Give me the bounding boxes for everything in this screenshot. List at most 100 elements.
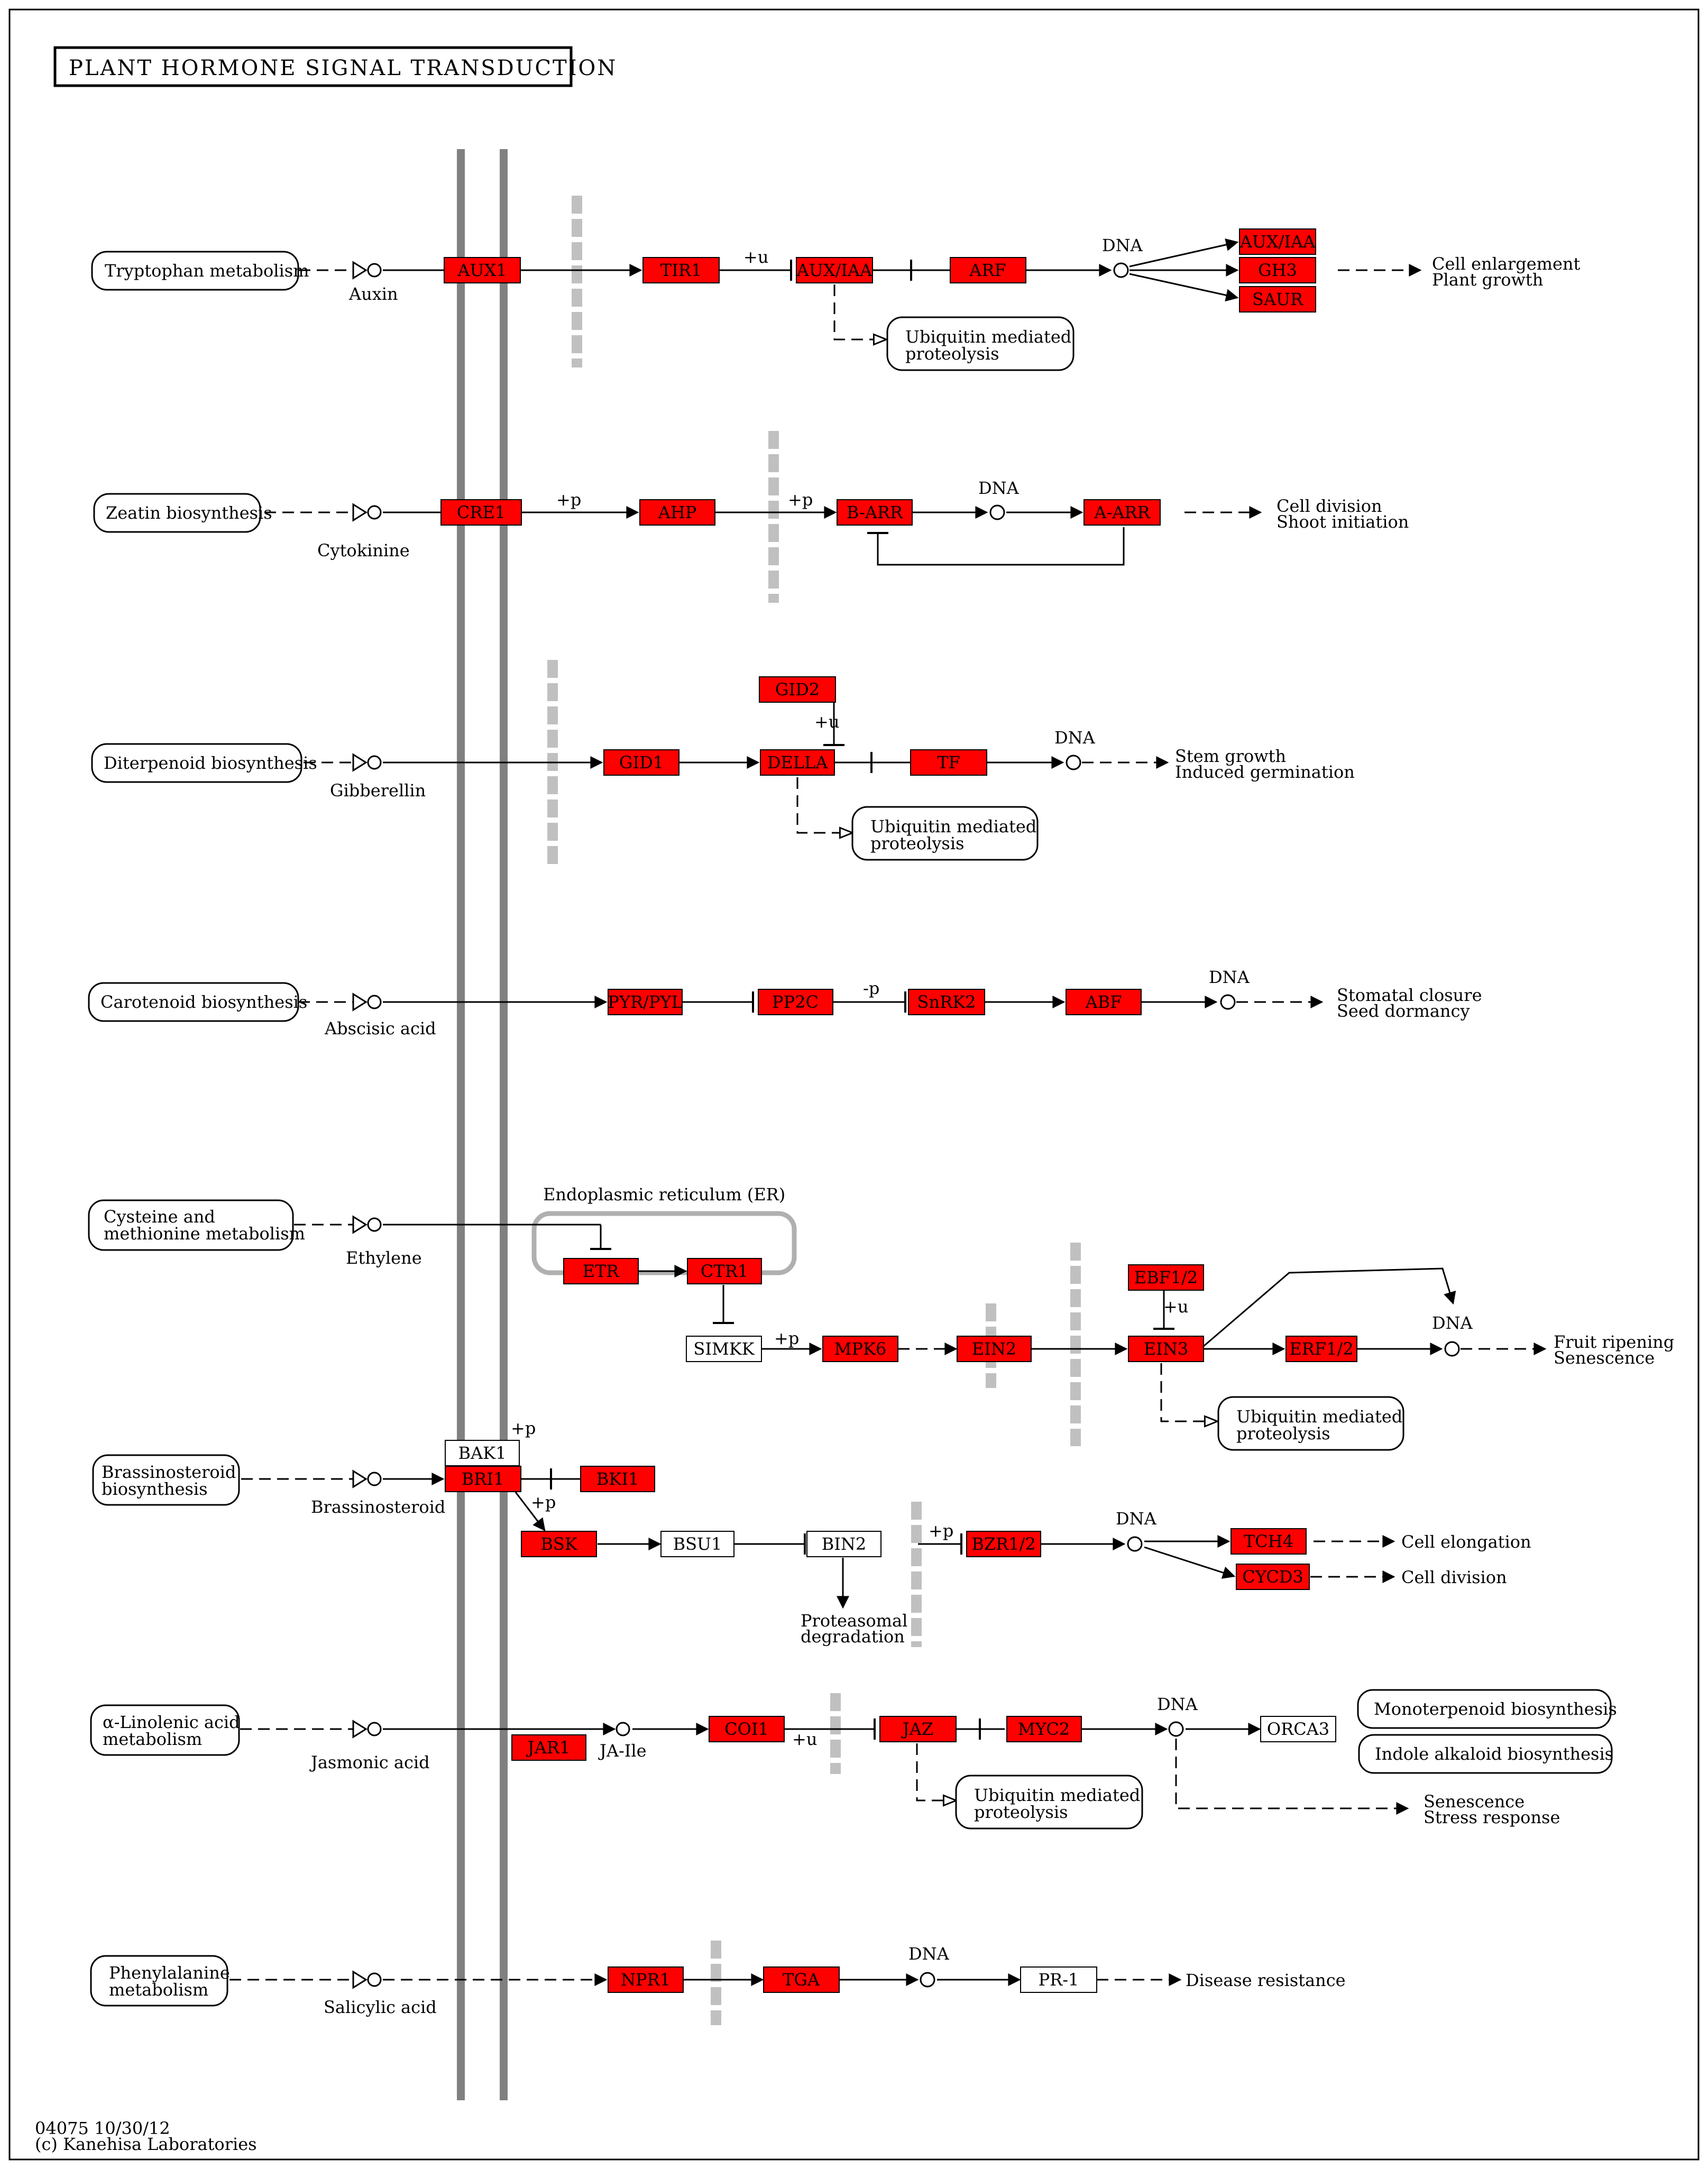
gene-pr1-label: PR-1 [1039, 1970, 1079, 1990]
gene-ein3-label: EIN3 [1144, 1339, 1188, 1359]
gene-jar1[interactable] [511, 1734, 586, 1761]
gene-tch4[interactable] [1231, 1528, 1307, 1555]
gene-tir1-label: TIR1 [660, 260, 702, 280]
map-zeatin[interactable] [93, 493, 261, 533]
gene-myc2[interactable] [1006, 1716, 1082, 1742]
gene-bki1-label: BKI1 [596, 1469, 639, 1489]
outcome-cytokinine-2: Shoot initiation [1277, 512, 1409, 532]
dna-label-7: DNA [1157, 1694, 1198, 1714]
outcome-gibberellin-2: Induced germination [1175, 762, 1355, 782]
map-indole-alkaloid[interactable] [1358, 1734, 1613, 1774]
gene-erf12[interactable] [1285, 1336, 1357, 1362]
gene-auxiaa-target[interactable] [1239, 228, 1316, 255]
gene-etr[interactable] [563, 1258, 639, 1284]
ubiquitin-4-label-1: Ubiquitin mediated [974, 1785, 1140, 1805]
gene-bsk-label: BSK [540, 1534, 577, 1554]
map-tryptophan[interactable] [91, 251, 299, 291]
er-compartment [531, 1211, 797, 1275]
gene-bin2[interactable] [806, 1531, 881, 1557]
gene-arf[interactable] [950, 257, 1026, 283]
gene-aux1[interactable] [444, 257, 521, 283]
gene-npr1[interactable] [608, 1966, 684, 1993]
gene-ein3[interactable] [1128, 1336, 1204, 1362]
gene-saur[interactable] [1239, 286, 1316, 313]
mod-p-barr: +p [788, 490, 813, 510]
gene-bki1[interactable] [580, 1466, 655, 1492]
map-ubiquitin-4[interactable] [955, 1775, 1143, 1830]
gene-aarr-label: A-ARR [1094, 502, 1150, 522]
gene-simkk[interactable] [686, 1336, 762, 1362]
gene-pr1[interactable] [1020, 1966, 1097, 1993]
mod-u-ein3: +u [1163, 1297, 1188, 1317]
gene-gh3[interactable] [1239, 257, 1316, 283]
gene-jar1-label: JAR1 [526, 1738, 570, 1758]
gene-bak1[interactable] [445, 1440, 520, 1466]
gene-cre1[interactable] [440, 499, 522, 526]
gene-arf-label: ARF [969, 260, 1006, 280]
map-brassinosteroid[interactable] [92, 1454, 240, 1506]
gene-gid2[interactable] [759, 676, 836, 703]
gene-bri1[interactable] [445, 1466, 521, 1492]
map-linolenic[interactable] [90, 1704, 240, 1756]
mod-u-tir1: +u [743, 247, 768, 267]
compound-brassinosteroid: Brassinosteroid [311, 1497, 445, 1517]
outcome-cytokinine-1: Cell division [1277, 496, 1382, 516]
map-zeatin-label: Zeatin biosynthesis [106, 503, 272, 523]
gene-aarr[interactable] [1083, 499, 1161, 526]
map-link-labels: Tryptophan metabolism Zeatin biosynthesi… [100, 261, 1617, 2000]
gene-ebf12[interactable] [1128, 1264, 1204, 1291]
gene-snrk2[interactable] [908, 989, 985, 1015]
map-ubiquitin-1[interactable] [886, 316, 1075, 371]
compound-auxin: Auxin [348, 284, 398, 304]
gene-simkk-label: SIMKK [693, 1339, 755, 1359]
outcome-ethylene-2: Senescence [1554, 1348, 1655, 1368]
gene-pyr-pyl[interactable] [608, 989, 683, 1015]
gene-barr[interactable] [837, 499, 913, 526]
outcome-ethylene-1: Fruit ripening [1554, 1332, 1674, 1352]
gene-bzr12[interactable] [966, 1531, 1041, 1557]
gene-gid1[interactable] [603, 749, 679, 776]
gene-tf[interactable] [910, 749, 987, 776]
outcome-division: Cell division [1401, 1567, 1507, 1587]
gene-ctr1[interactable] [687, 1258, 762, 1284]
compound-ja-ile: JA-Ile [598, 1741, 647, 1761]
gene-auxiaa[interactable] [796, 257, 873, 283]
gene-tir1[interactable] [642, 257, 720, 283]
gene-orca3[interactable] [1260, 1716, 1336, 1742]
gene-pp2c[interactable] [758, 989, 833, 1015]
dna-label-6: DNA [1116, 1509, 1157, 1529]
gene-tga[interactable] [763, 1966, 840, 1993]
gene-bak1-label: BAK1 [458, 1443, 507, 1463]
map-cysteine[interactable] [88, 1199, 294, 1251]
gene-della[interactable] [760, 749, 835, 776]
gene-bsu1[interactable] [660, 1531, 734, 1557]
gene-mpk6[interactable] [822, 1336, 898, 1362]
gene-ahp[interactable] [639, 499, 715, 526]
gene-bsu1-label: BSU1 [673, 1534, 722, 1554]
map-carotenoid[interactable] [88, 982, 299, 1022]
dna-label-8: DNA [908, 1944, 950, 1964]
map-monoterpenoid[interactable] [1357, 1689, 1612, 1729]
ubiquitin-3-label-2: proteolysis [1236, 1423, 1330, 1444]
gene-coi1[interactable] [709, 1716, 785, 1742]
gene-pp2c-label: PP2C [772, 992, 819, 1012]
gene-ein2[interactable] [957, 1336, 1032, 1362]
map-ubiquitin-2[interactable] [851, 806, 1039, 861]
map-ubiquitin-3[interactable] [1217, 1396, 1404, 1451]
outcome-auxin-2: Plant growth [1432, 270, 1543, 290]
gene-bsk[interactable] [521, 1531, 597, 1557]
map-phenylalanine[interactable] [90, 1955, 228, 2007]
compound-jasmonic: Jasmonic acid [309, 1752, 430, 1772]
gene-abf[interactable] [1066, 989, 1142, 1015]
gene-abf-label: ABF [1085, 992, 1122, 1012]
map-diterpenoid[interactable] [91, 743, 302, 783]
annotation-labels: Auxin Cytokinine Gibberellin Abscisic ac… [309, 235, 1674, 2017]
outcome-auxin-1: Cell enlargement [1432, 254, 1581, 274]
ubiquitin-3-label-1: Ubiquitin mediated [1236, 1407, 1402, 1427]
mod-p-snrk2: -p [863, 978, 879, 998]
gene-gh3-label: GH3 [1258, 260, 1297, 280]
gene-jaz[interactable] [879, 1716, 957, 1742]
compound-cytokinine: Cytokinine [317, 540, 410, 560]
gene-cycd3[interactable] [1236, 1564, 1310, 1590]
